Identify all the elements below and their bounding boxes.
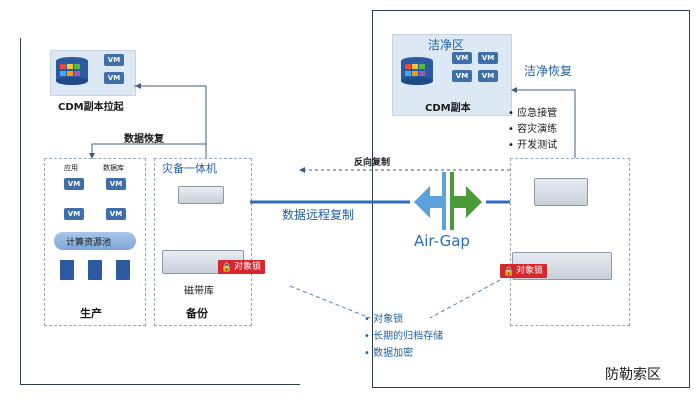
tag-db: 数据库 — [103, 164, 124, 172]
use-item: • 应急接管 — [508, 108, 558, 119]
clean-vm-4: VM — [478, 70, 498, 82]
backup-lock-tag: 🔒对象锁 — [218, 260, 266, 274]
airgap-icon — [408, 172, 488, 232]
cdm-pull-label: CDM副本拉起 — [58, 102, 124, 113]
server-icon — [116, 260, 130, 280]
airgap-label: Air-Gap — [414, 232, 470, 250]
feature-item: • 对象锁 — [364, 314, 404, 325]
appliance-icon — [178, 186, 224, 204]
use-item: • 容灾演练 — [508, 124, 558, 135]
disk-label: 磁带库 — [184, 286, 214, 297]
compute-pool-label: 计算资源池 — [66, 238, 112, 248]
pull-vm-1: VM — [104, 54, 124, 66]
prod-vm-4: VM — [106, 208, 126, 220]
use-item: • 开发测试 — [508, 140, 558, 151]
backup-header: 灾备一体机 — [162, 162, 217, 175]
prod-vm-2: VM — [106, 178, 126, 190]
clean-vm-2: VM — [478, 52, 498, 64]
server-icon — [88, 260, 102, 280]
clean-cdm-copy-label: CDM副本 — [425, 103, 471, 114]
server-icon — [60, 260, 74, 280]
compute-pool-bar — [54, 232, 136, 250]
feature-item: • 数据加密 — [364, 348, 414, 359]
clean-restore-label: 洁净恢复 — [524, 64, 573, 78]
defense-zone-box — [372, 10, 690, 388]
tag-app: 应用 — [64, 164, 78, 172]
feature-item: • 长期的归档存储 — [364, 331, 444, 342]
remote-copy-label: 数据远程复制 — [282, 208, 355, 222]
production-label: 生产 — [80, 307, 102, 320]
pull-vm-2: VM — [104, 72, 124, 84]
prod-vm-3: VM — [64, 208, 84, 220]
backup-label: 备份 — [186, 307, 208, 320]
clean-vm-1: VM — [452, 52, 472, 64]
left-zone-border — [20, 38, 21, 384]
data-restore-label: 数据恢复 — [124, 134, 164, 145]
prod-vm-1: VM — [64, 178, 84, 190]
backup-box — [154, 158, 252, 326]
right-lock-tag: 🔒对象锁 — [500, 264, 548, 278]
right-appliance-icon — [534, 178, 588, 206]
clean-zone-label: 洁净区 — [428, 38, 465, 52]
storage-array-icon — [399, 56, 435, 86]
storage-array-icon — [54, 56, 90, 86]
defense-zone-label: 防勒索区 — [605, 367, 661, 383]
clean-vm-3: VM — [452, 70, 472, 82]
reverse-copy-label: 反向复制 — [354, 158, 391, 168]
left-zone-bottom-border — [20, 384, 300, 385]
